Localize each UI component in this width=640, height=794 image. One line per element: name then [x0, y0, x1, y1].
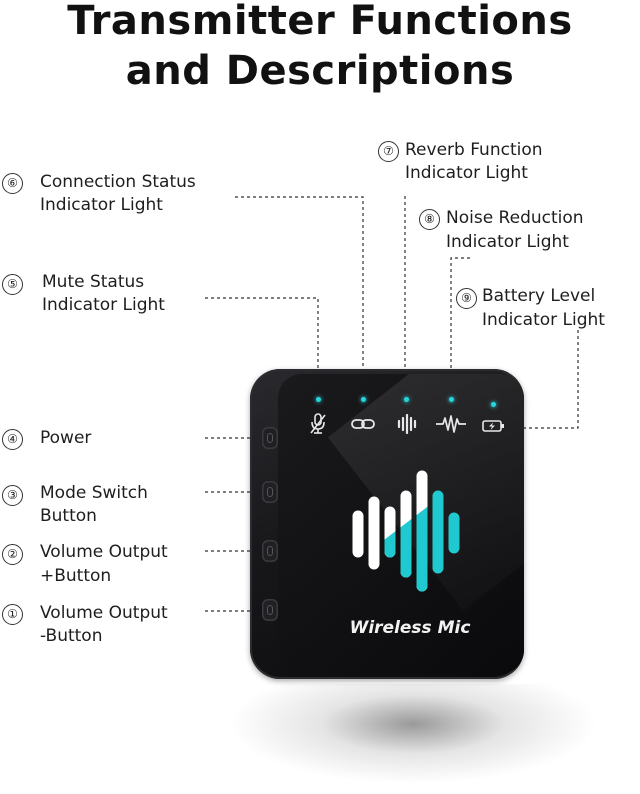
label-line-1: Connection Status — [40, 172, 196, 192]
label-line-2: Button — [40, 506, 97, 526]
label-line-2: Indicator Light — [446, 232, 569, 252]
sound-wave-logo-accent — [384, 478, 428, 592]
label-number: ⑥ — [2, 173, 23, 194]
label-line-1: Mute Status — [42, 272, 145, 292]
label-number: ③ — [2, 485, 23, 506]
volume-minus-button[interactable] — [262, 599, 278, 621]
label-number: ⑦ — [378, 141, 399, 162]
label-line-1: Reverb Function — [405, 140, 543, 160]
reverb-led — [404, 397, 409, 402]
label-number: ① — [2, 604, 23, 625]
battery-led — [491, 402, 496, 407]
label-line-2: Indicator Light — [42, 295, 165, 315]
connection-status-led — [361, 397, 366, 402]
mute-mic-icon — [310, 413, 326, 434]
volume-plus-button[interactable] — [262, 540, 278, 562]
label-line-1: Volume Output — [40, 542, 168, 562]
label-line-2: Indicator Light — [40, 195, 163, 215]
title-line-1: Transmitter Functions — [67, 0, 573, 44]
brand-text: Wireless Mic — [349, 618, 471, 638]
label-line-2: -Button — [40, 626, 103, 646]
label-line-2: Indicator Light — [405, 163, 528, 183]
link-icon — [351, 419, 375, 429]
mute-status-led — [316, 397, 321, 402]
reverb-bars-icon — [397, 413, 417, 435]
title-line-2: and Descriptions — [125, 48, 515, 94]
label-line-1: Volume Output — [40, 603, 168, 623]
label-line-2: Indicator Light — [482, 310, 605, 330]
mode-switch-button[interactable] — [262, 481, 278, 503]
device-shadow — [228, 684, 598, 784]
battery-charging-icon — [482, 420, 504, 432]
label-number: ⑨ — [456, 288, 477, 309]
noise-wave-icon — [436, 415, 466, 433]
label-line-1: Noise Reduction — [446, 208, 584, 228]
noise-reduction-led — [449, 397, 454, 402]
label-line-1: Power — [40, 428, 92, 448]
label-number: ⑧ — [419, 209, 440, 230]
label-number: ⑤ — [2, 274, 23, 295]
label-line-1: Battery Level — [482, 286, 596, 306]
label-number: ② — [2, 544, 23, 565]
power-button[interactable] — [262, 427, 278, 449]
label-number: ④ — [2, 429, 23, 450]
label-line-2: +Button — [40, 566, 112, 586]
label-line-1: Mode Switch — [40, 483, 148, 503]
